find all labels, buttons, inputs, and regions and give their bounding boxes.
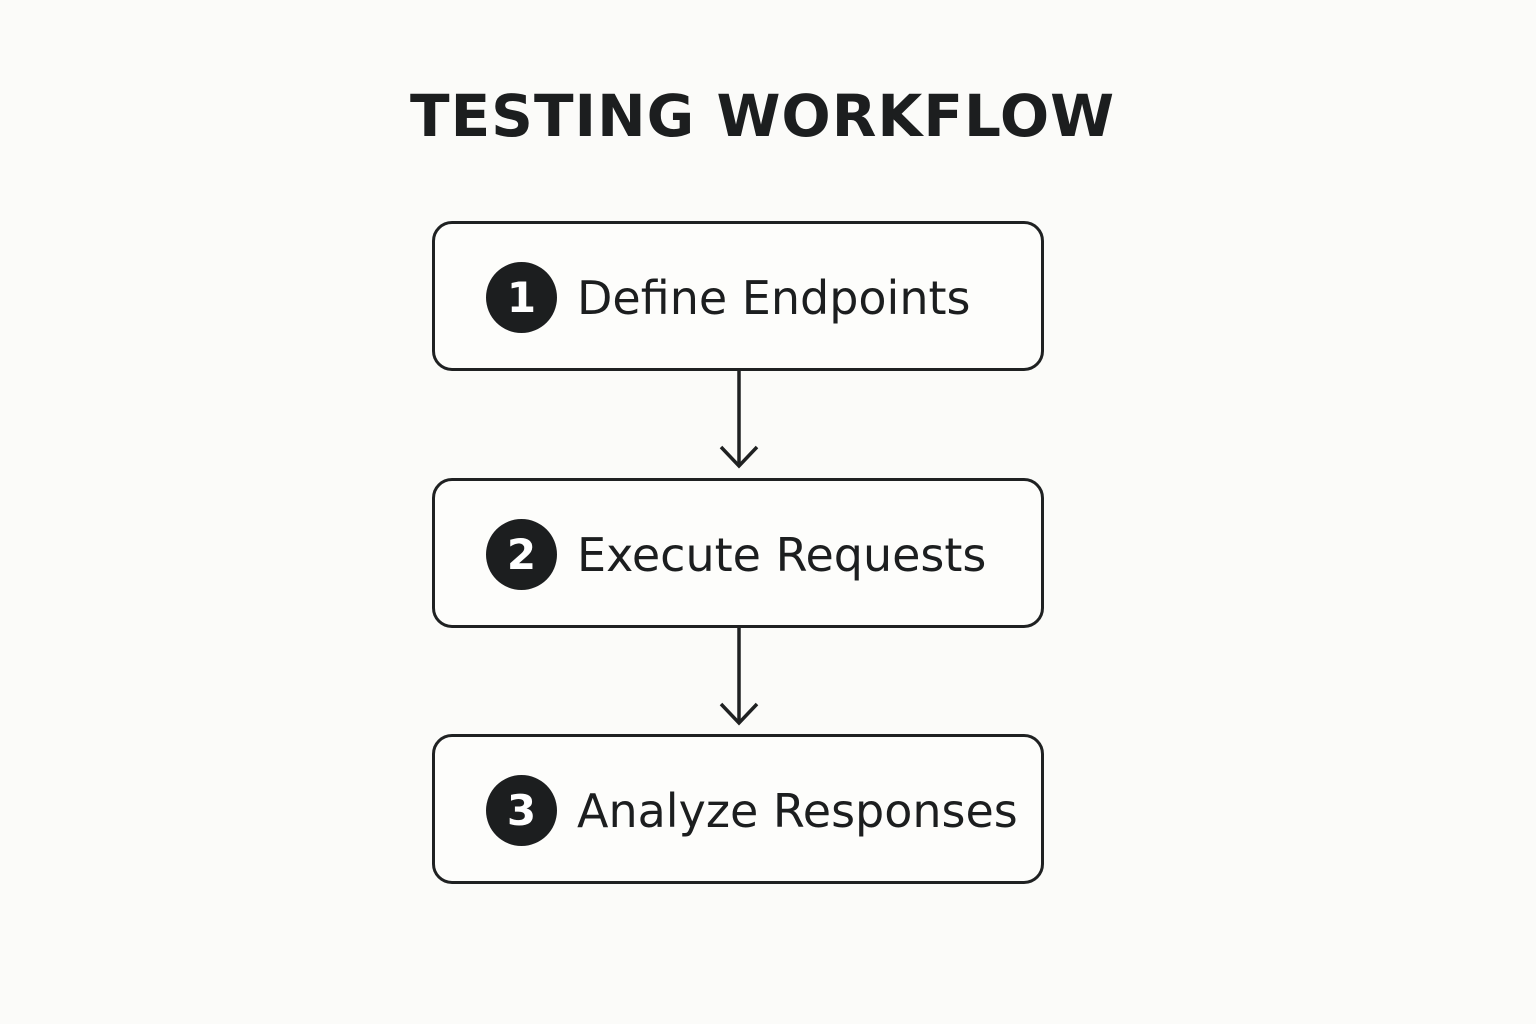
step-box-analyze-responses: 3 Analyze Responses (432, 734, 1044, 884)
step-label: Execute Requests (577, 528, 987, 582)
step-box-execute-requests: 2 Execute Requests (432, 478, 1044, 628)
step-number-badge: 1 (486, 262, 557, 333)
step-number-badge: 2 (486, 519, 557, 590)
step-box-define-endpoints: 1 Define Endpoints (432, 221, 1044, 371)
down-arrow-icon (719, 628, 759, 726)
step-number-badge: 3 (486, 775, 557, 846)
arrow-head (719, 445, 759, 469)
step-label: Define Endpoints (577, 271, 971, 325)
step-label: Analyze Responses (577, 784, 1018, 838)
down-arrow-icon (719, 371, 759, 469)
diagram-title: TESTING WORKFLOW (410, 82, 1116, 150)
arrow-head (719, 702, 759, 726)
